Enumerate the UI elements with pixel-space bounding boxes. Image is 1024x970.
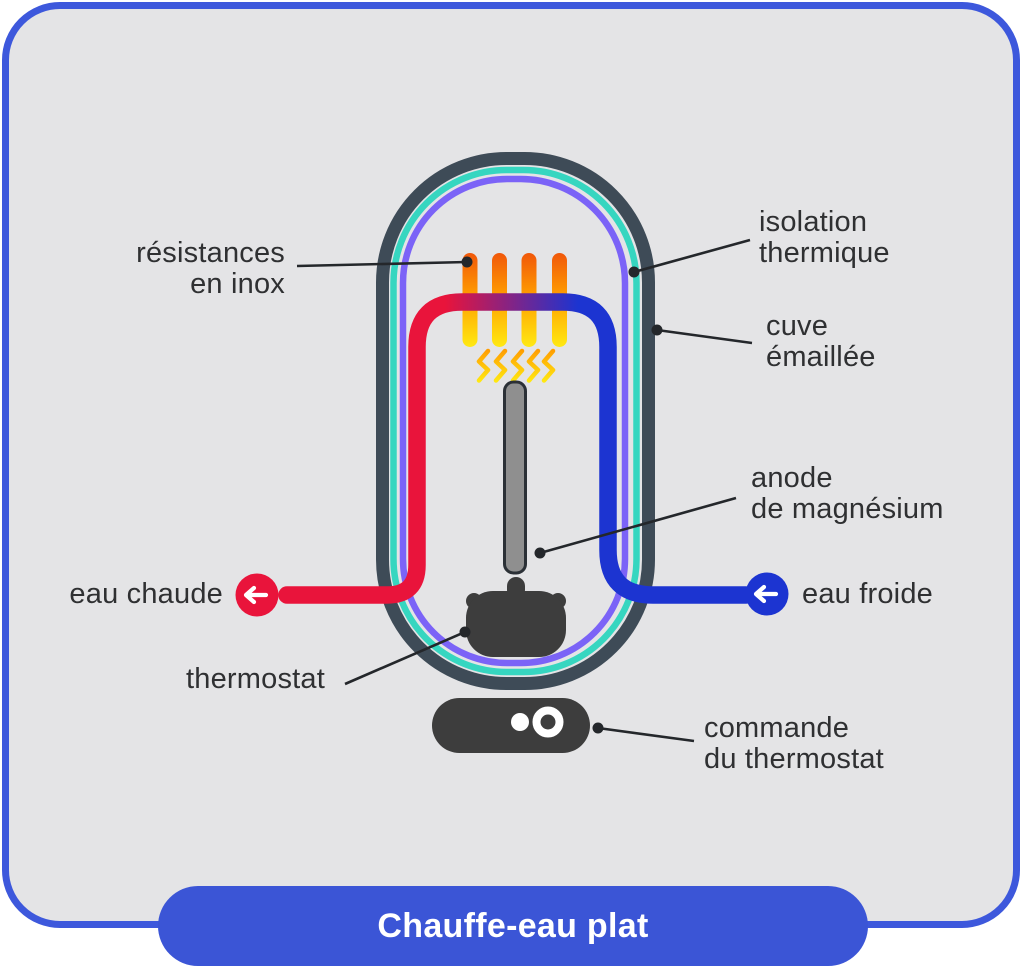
- label-eau-froide: eau froide: [802, 578, 933, 610]
- thermostat-control-unit: [432, 698, 590, 753]
- leader-line-cuve: [656, 328, 753, 345]
- leader-line-commande: [597, 726, 695, 743]
- water-pipe: [278, 293, 755, 604]
- cold-water-arrow-icon: [745, 572, 789, 616]
- leader-line-thermostat: [344, 630, 466, 686]
- label-resistances-en-inox: résistances en inox: [136, 237, 285, 300]
- hot-water-arrow-icon: [235, 573, 279, 617]
- label-anode-de-magnesium: anode de magnésium: [751, 462, 944, 525]
- control-dial-icon: [532, 706, 564, 738]
- thermostat-body: [466, 591, 566, 657]
- control-dot-icon: [511, 713, 529, 731]
- heat-wave-icon: [476, 348, 491, 383]
- leader-dot: [459, 626, 471, 638]
- leader-line-resistances: [296, 260, 468, 268]
- heat-waves-icon: [476, 348, 556, 383]
- leader-dot: [628, 266, 640, 278]
- leader-dot: [534, 547, 546, 559]
- label-isolation-thermique: isolation thermique: [759, 206, 890, 269]
- leader-dot: [651, 324, 663, 336]
- leader-dot: [592, 722, 604, 734]
- thermostat-sensor: [466, 577, 566, 657]
- label-commande-du-thermostat: commande du thermostat: [704, 712, 884, 775]
- heat-wave-icon: [493, 348, 508, 383]
- leader-dots: [459, 256, 663, 734]
- enamel-liner: [399, 175, 629, 667]
- tank-shell: [376, 152, 655, 690]
- leader-line-anode: [539, 496, 737, 555]
- leader-line-isolation: [633, 238, 751, 274]
- label-eau-chaude: eau chaude: [69, 578, 223, 610]
- title-banner: Chauffe-eau plat: [158, 886, 868, 966]
- heat-wave-icon: [541, 348, 556, 383]
- leader-dot: [461, 256, 473, 268]
- control-housing: [432, 698, 590, 753]
- label-cuve-emaillee: cuve émaillée: [766, 310, 876, 373]
- page-title: Chauffe-eau plat: [377, 906, 649, 945]
- heat-wave-icon: [510, 348, 525, 383]
- heat-wave-icon: [526, 348, 541, 383]
- label-thermostat: thermostat: [186, 663, 325, 695]
- anode-rod: [503, 380, 527, 575]
- insulation-layer: [390, 166, 640, 676]
- leader-lines: [296, 238, 753, 743]
